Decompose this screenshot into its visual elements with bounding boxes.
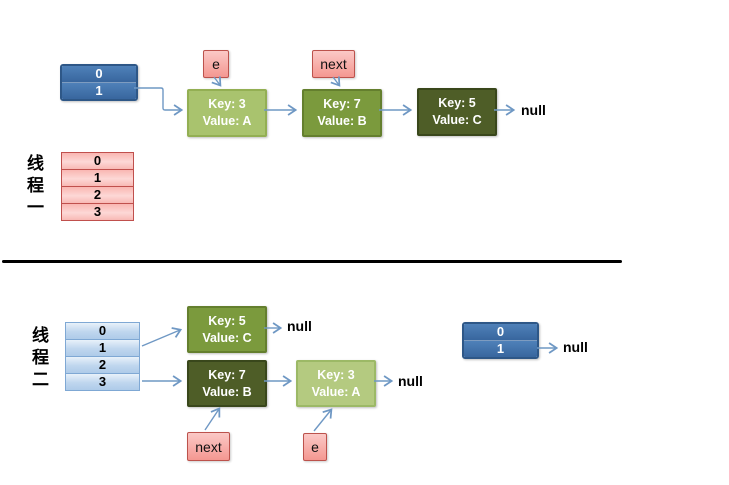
node-key: Key: 3: [208, 97, 246, 111]
arrow-bucket1-to-key3-top: [134, 87, 184, 116]
null-label-after-key5: null: [287, 318, 312, 334]
node-key: Key: 5: [438, 96, 476, 110]
thread2-label: 线程二: [29, 326, 48, 392]
table-row-0: 0: [61, 152, 134, 170]
null-label-after-bucket: null: [563, 339, 588, 355]
node-key7-bottom: Key: 7 Value: B: [187, 360, 267, 407]
node-key5-bottom: Key: 5 Value: C: [187, 306, 267, 353]
thread2-bucket-table: 0 1 2 3: [65, 322, 140, 391]
thread1-label: 线程一: [24, 154, 43, 220]
null-label-top: null: [521, 102, 546, 118]
pointer-e-label-bottom: e: [303, 433, 327, 461]
pointer-next-label-bottom: next: [187, 432, 230, 461]
arrow-next-to-key7-bottom: [204, 407, 221, 431]
arrow-table1-to-key5-bottom: [141, 327, 183, 347]
node-key7-top: Key: 7 Value: B: [302, 89, 382, 137]
section-divider: [2, 260, 622, 263]
table-row-2: 2: [61, 186, 134, 204]
node-value: Value: A: [202, 114, 252, 128]
table-row-2: 2: [65, 356, 140, 374]
node-value: Value: B: [202, 384, 252, 399]
null-label-after-key3: null: [398, 373, 423, 389]
node-value: Value: C: [432, 113, 482, 127]
node-key3-bottom: Key: 3 Value: A: [296, 360, 376, 407]
arrow-e-to-key3-bottom: [313, 408, 333, 432]
arrow-e-to-key3-top: [211, 76, 222, 87]
thread2-bucket-pair: 0 1: [462, 322, 539, 359]
node-key3-top: Key: 3 Value: A: [187, 89, 267, 137]
thread1-bucket-table: 0 1 2 3: [61, 152, 134, 221]
table-row-3: 3: [61, 203, 134, 221]
table-row-3: 3: [65, 373, 140, 391]
node-key: Key: 3: [317, 367, 355, 382]
bucket-row-0: 0: [464, 324, 537, 340]
node-value: Value: C: [202, 330, 252, 345]
pointer-next-label-top: next: [312, 50, 355, 78]
table-row-1: 1: [61, 169, 134, 187]
table-row-0: 0: [65, 322, 140, 340]
node-key: Key: 7: [323, 97, 361, 111]
arrow-next-to-key7-top: [330, 76, 341, 87]
bucket-row-1: 1: [464, 340, 537, 357]
node-key: Key: 7: [208, 367, 246, 382]
bucket-row-1: 1: [62, 82, 136, 99]
table-row-1: 1: [65, 339, 140, 357]
bucket-row-0: 0: [62, 66, 136, 82]
pointer-e-label-top: e: [203, 50, 229, 78]
node-value: Value: A: [311, 384, 361, 399]
node-value: Value: B: [317, 114, 367, 128]
thread1-bucket-pair: 0 1: [60, 64, 138, 101]
node-key: Key: 5: [208, 313, 246, 328]
node-key5-top: Key: 5 Value: C: [417, 88, 497, 136]
